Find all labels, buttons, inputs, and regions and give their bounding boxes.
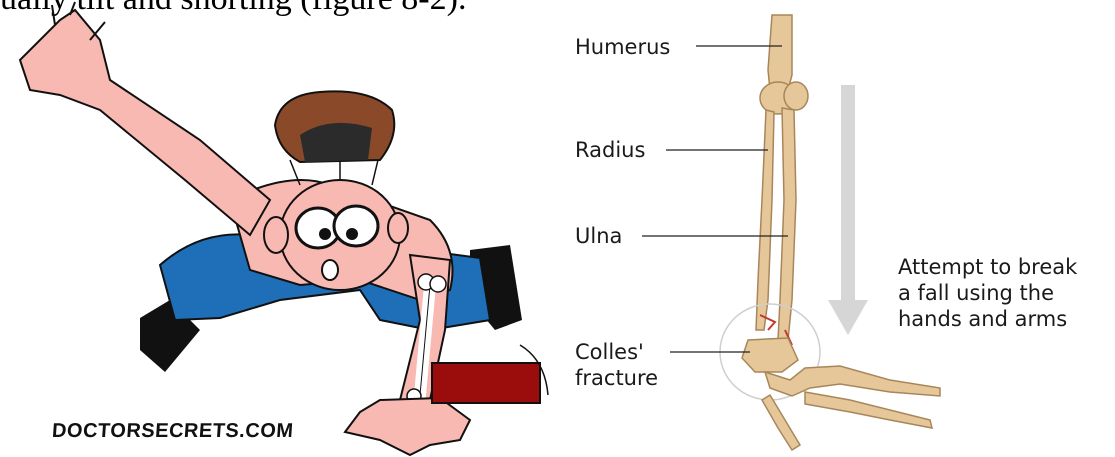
caption-line: hands and arms	[898, 306, 1077, 332]
caption-line: a fall using the	[898, 280, 1077, 306]
falling-person-cartoon	[0, 0, 560, 457]
thumb-bones	[762, 395, 800, 450]
wrist-bones	[742, 338, 798, 372]
bracing-hand	[345, 398, 470, 455]
pupil-right	[346, 228, 358, 240]
hand-bones	[765, 366, 940, 396]
finger-bones	[805, 392, 932, 428]
eye-right	[334, 206, 378, 246]
label-radius: Radius	[575, 137, 645, 163]
label-colles-line2: fracture	[575, 365, 658, 391]
humerus-bone	[768, 15, 792, 90]
pupil-left	[319, 228, 331, 240]
radius-bone	[756, 110, 774, 330]
ear-right	[388, 213, 408, 243]
label-humerus: Humerus	[575, 34, 670, 60]
red-book	[432, 363, 540, 403]
fall-caption: Attempt to break a fall using the hands …	[898, 254, 1077, 332]
ear-left	[264, 217, 288, 253]
label-colles-line1: Colles'	[575, 339, 644, 365]
label-ulna: Ulna	[575, 223, 622, 249]
raised-arm	[20, 10, 270, 235]
fall-arrow-head	[828, 300, 868, 335]
caption-line: Attempt to break	[898, 254, 1077, 280]
watermark-doctorsecrets: DOCTORSECRETS.COM	[51, 420, 294, 443]
fall-arrow-shaft	[841, 85, 855, 305]
mouth	[322, 260, 338, 280]
